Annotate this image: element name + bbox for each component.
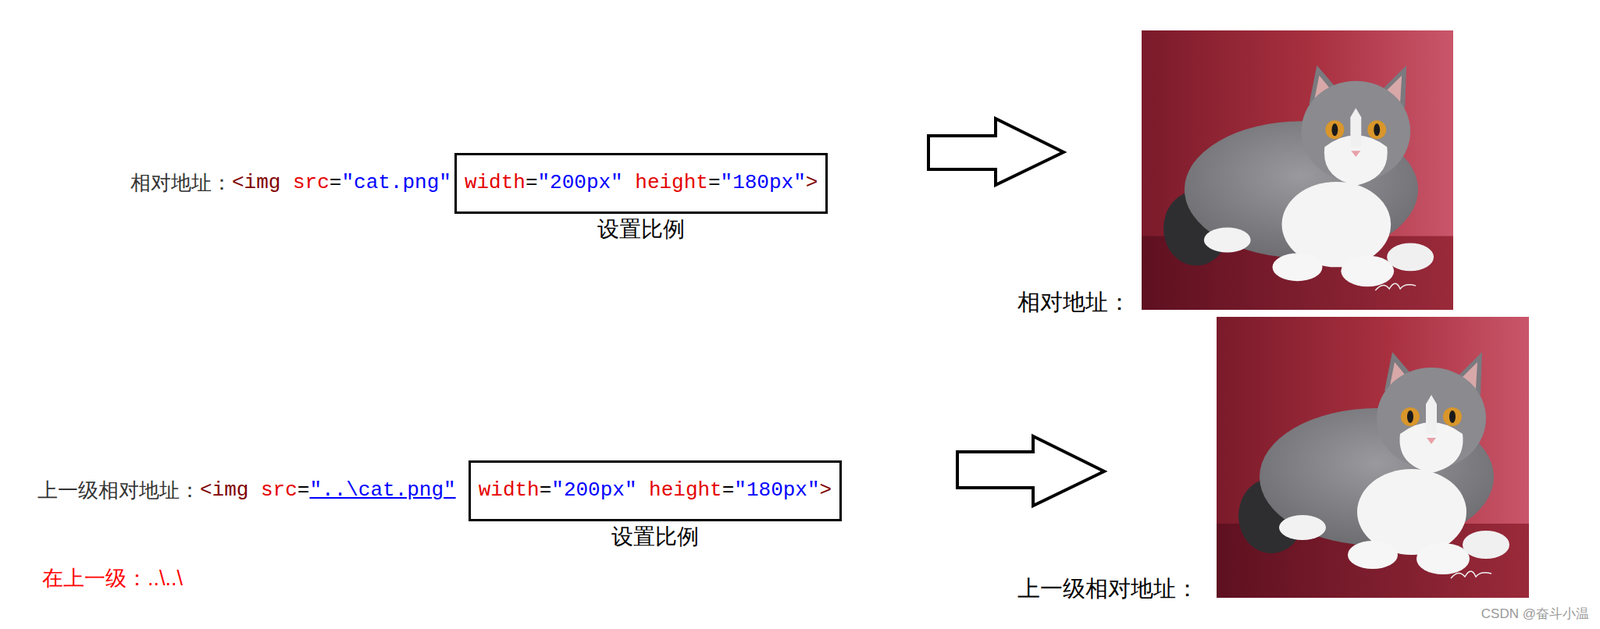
- code-value: "180px": [720, 171, 806, 196]
- watermark: CSDN @奋斗小温: [1481, 606, 1590, 623]
- code-attr: width: [464, 171, 526, 196]
- image-label: 相对地址：: [1017, 288, 1131, 317]
- code-equals: =: [708, 171, 721, 196]
- code-attr: src: [260, 478, 298, 503]
- row-title: 相对地址：: [130, 171, 232, 196]
- code-tag: <img: [199, 478, 249, 503]
- code-line: 上一级相对地址：<imgsrc="..\cat.png"width="200px…: [37, 460, 842, 522]
- code-value: "180px": [734, 478, 820, 503]
- box-caption: 设置比例: [597, 214, 685, 245]
- code-value: "200px": [538, 171, 624, 196]
- code-value: "200px": [551, 478, 637, 503]
- code-attr: src: [292, 171, 330, 196]
- code-equals: =: [525, 171, 539, 196]
- code-equals: =: [297, 478, 311, 503]
- code-equals: =: [329, 171, 343, 196]
- ratio-box: width="200px"height="180px">设置比例: [454, 153, 829, 214]
- code-attr: width: [478, 478, 540, 503]
- code-tag: <img: [231, 171, 281, 196]
- code-equals: =: [722, 478, 735, 503]
- ratio-box: width="200px"height="180px">设置比例: [468, 460, 843, 522]
- code-tag: >: [805, 171, 819, 196]
- code-attr: height: [634, 171, 709, 196]
- code-attr: height: [648, 478, 723, 503]
- code-value: "..\cat.png": [309, 478, 456, 503]
- code-line: 相对地址：<imgsrc="cat.png"width="200px"heigh…: [130, 153, 828, 214]
- note: 在上一级：..\..\: [42, 566, 183, 592]
- code-value: "cat.png": [341, 171, 451, 196]
- image-label: 上一级相对地址：: [1017, 575, 1199, 603]
- code-tag: >: [819, 478, 833, 503]
- row-title: 上一级相对地址：: [37, 478, 200, 503]
- box-caption: 设置比例: [611, 522, 699, 553]
- code-equals: =: [539, 478, 553, 503]
